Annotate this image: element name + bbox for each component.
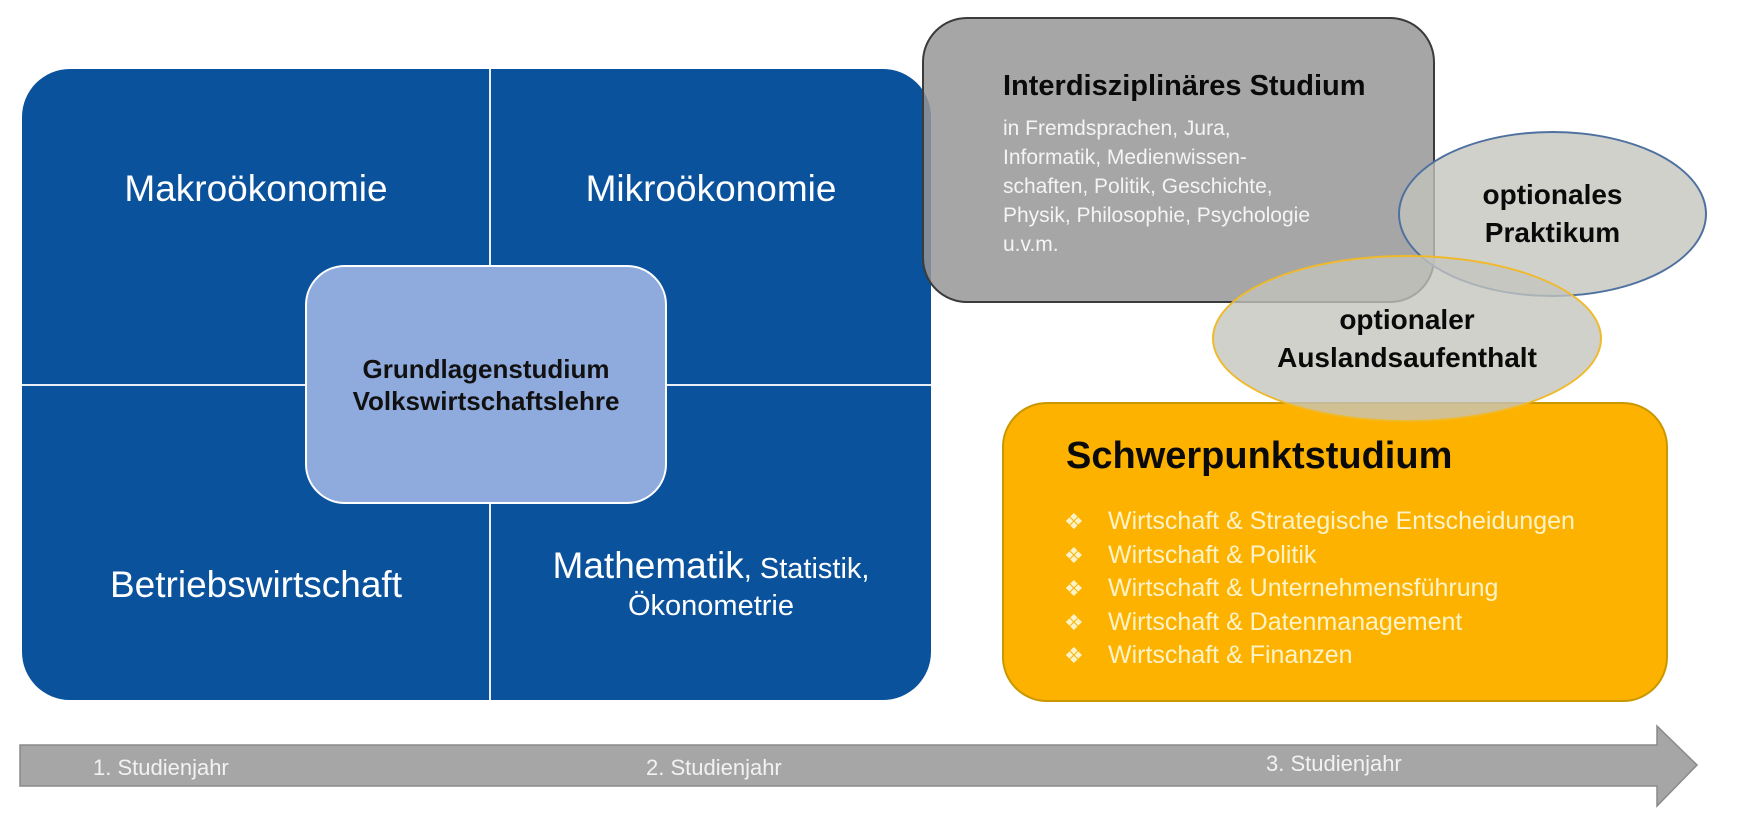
statistik-label: , Statistik, bbox=[743, 553, 870, 585]
list-item: ❖ Wirtschaft & Finanzen bbox=[1064, 639, 1575, 673]
focus-study-list: ❖ Wirtschaft & Strategische Entscheidunge… bbox=[1064, 505, 1575, 673]
interdisciplinary-title: Interdisziplinäres Studium bbox=[1003, 70, 1366, 102]
quadrant-makrooekonomie: Makroökonomie bbox=[124, 168, 388, 209]
focus-item-label: Wirtschaft & Unternehmensführung bbox=[1108, 574, 1499, 602]
diamond-bullet-icon: ❖ bbox=[1064, 576, 1084, 601]
diamond-bullet-icon: ❖ bbox=[1064, 609, 1084, 635]
year-2-label: 2. Studienjahr bbox=[646, 755, 782, 780]
oekonometrie-label: Ökonometrie bbox=[627, 590, 794, 622]
focus-item-label: Wirtschaft & Datenmanagement bbox=[1108, 607, 1463, 636]
focus-study-box bbox=[1002, 402, 1668, 702]
diamond-bullet-icon: ❖ bbox=[1064, 542, 1084, 568]
mathematik-label: Mathematik bbox=[552, 545, 744, 586]
quadrant-mathematik-statistik: Mathematik, Statistik, Ökonometrie bbox=[491, 547, 931, 623]
quadrant-betriebswirtschaft: Betriebswirtschaft bbox=[110, 564, 402, 605]
core-study-line2: Volkswirtschaftslehre bbox=[352, 385, 620, 416]
optional-abroad-ellipse: optionaler Auslandsaufenthalt bbox=[1212, 255, 1602, 422]
interdisciplinary-description: in Fremdsprachen, Jura, Informatik, Medi… bbox=[1003, 117, 1311, 256]
list-item: ❖ Wirtschaft & Unternehmensführung bbox=[1064, 572, 1575, 606]
interdisciplinary-box bbox=[922, 17, 1435, 303]
year-1-label: 1. Studienjahr bbox=[93, 755, 229, 780]
internship-line2: Praktikum bbox=[1484, 217, 1621, 248]
core-study-box: Grundlagenstudium Volkswirtschaftslehre bbox=[305, 265, 667, 504]
list-item: ❖ Wirtschaft & Politik bbox=[1064, 539, 1575, 573]
diamond-bullet-icon: ❖ bbox=[1064, 643, 1084, 668]
internship-line1: optionales bbox=[1482, 179, 1623, 210]
core-study-line1: Grundlagenstudium bbox=[362, 353, 610, 384]
focus-item-label: Wirtschaft & Strategische Entscheidungen bbox=[1108, 507, 1575, 535]
focus-study-title: Schwerpunktstudium bbox=[1066, 435, 1453, 477]
focus-item-label: Wirtschaft & Finanzen bbox=[1108, 641, 1353, 669]
list-item: ❖ Wirtschaft & Strategische Entscheidunge… bbox=[1064, 505, 1575, 539]
abroad-line1: optionaler bbox=[1339, 303, 1475, 335]
timeline-arrow bbox=[19, 724, 1699, 808]
focus-item-label: Wirtschaft & Politik bbox=[1108, 540, 1317, 569]
diamond-bullet-icon: ❖ bbox=[1064, 509, 1084, 534]
quadrant-mikrooekonomie: Mikroökonomie bbox=[585, 168, 837, 209]
list-item: ❖ Wirtschaft & Datenmanagement bbox=[1064, 606, 1575, 640]
abroad-line2: Auslandsaufenthalt bbox=[1277, 341, 1537, 373]
year-3-label: 3. Studienjahr bbox=[1266, 751, 1402, 776]
